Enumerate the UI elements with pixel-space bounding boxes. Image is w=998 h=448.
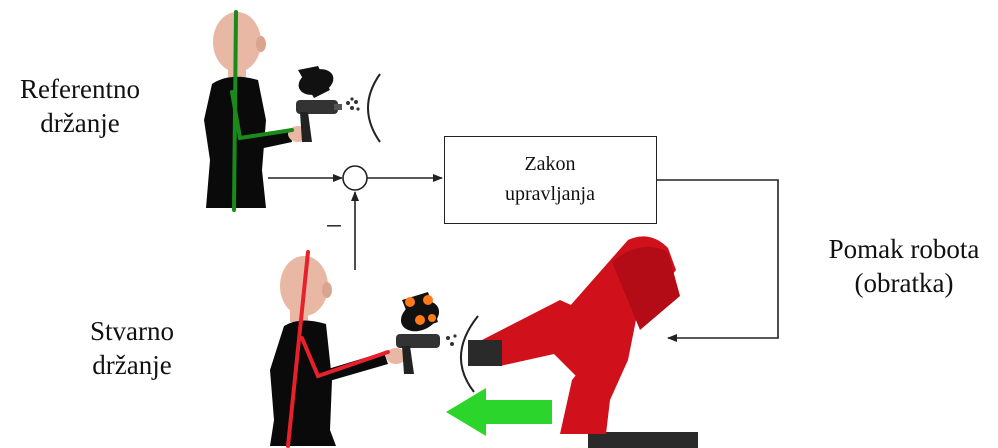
robot-base xyxy=(588,432,698,448)
actual-workpiece-arc xyxy=(460,315,479,393)
actual-posture-label: Stvarno držanje xyxy=(56,314,208,382)
control-law-label: Zakon upravljanja xyxy=(445,149,655,209)
robot-motion-line2: (obratka) xyxy=(854,268,954,298)
actual-posture-line1: Stvarno xyxy=(90,316,174,346)
controller-output-line xyxy=(657,179,779,342)
reference-posture-line2: držanje xyxy=(40,108,120,138)
robot-arm xyxy=(468,236,698,448)
reference-posture-line1: Referentno xyxy=(20,74,140,104)
minus-sign: – xyxy=(327,208,341,238)
control-loop xyxy=(268,165,779,342)
actual-spray-gun xyxy=(396,292,457,374)
reference-spray-gun xyxy=(296,66,360,142)
motion-arrow xyxy=(446,388,552,436)
summing-junction xyxy=(342,165,368,191)
reference-workpiece-arc xyxy=(367,73,381,143)
robot-motion-line1: Pomak robota xyxy=(828,234,980,264)
control-law-line1: Zakon xyxy=(524,153,576,175)
reference-posture-label: Referentno držanje xyxy=(4,72,156,140)
control-law-block: Zakon upravljanja xyxy=(444,136,657,224)
actual-posture-line2: držanje xyxy=(92,350,172,380)
robot-motion-label: Pomak robota (obratka) xyxy=(810,232,998,300)
control-law-line2: upravljanja xyxy=(505,183,595,205)
reference-skeleton xyxy=(230,10,294,212)
actual-skeleton xyxy=(286,250,390,448)
